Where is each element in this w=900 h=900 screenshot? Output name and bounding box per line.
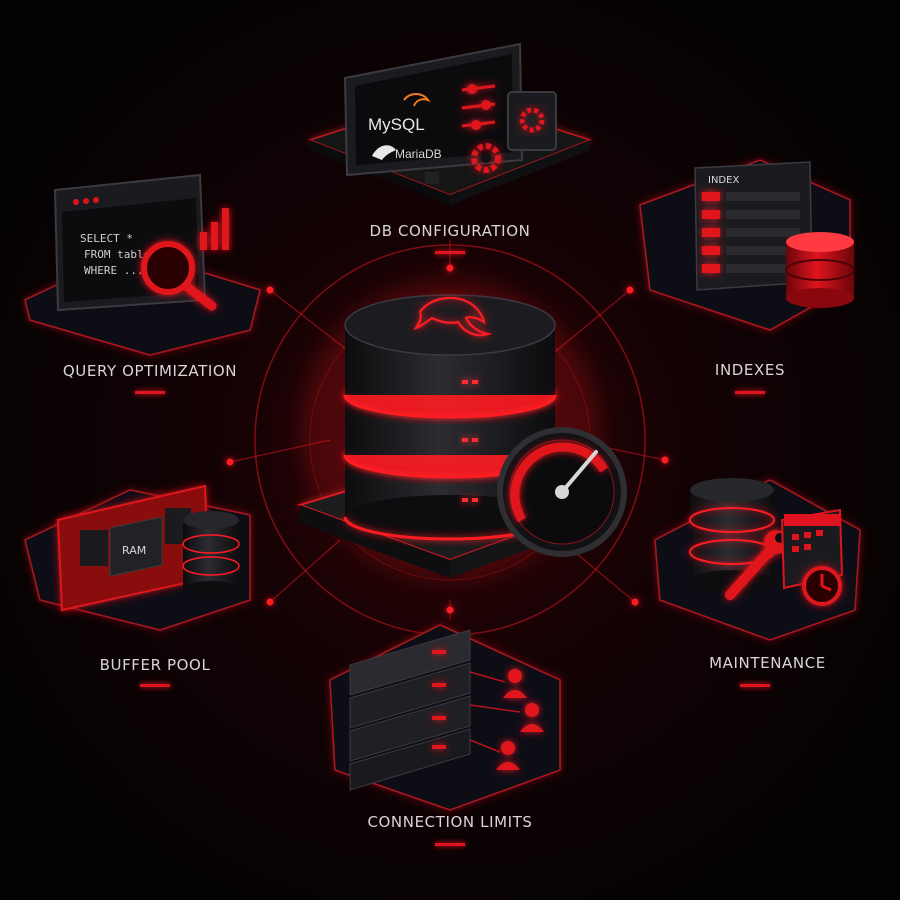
user-icon: [496, 741, 520, 770]
gear-icon: [471, 143, 501, 173]
user-icon: [503, 669, 527, 698]
calendar-clock-icon: [780, 508, 844, 606]
node-indexes: INDEX: [639, 159, 855, 331]
code-line-2: FROM table: [84, 248, 150, 261]
gear-icon: [519, 107, 545, 133]
label-db-configuration: DB CONFIGURATION: [369, 222, 531, 240]
underline-buffer-pool: [140, 684, 170, 687]
label-buffer-pool: BUFFER POOL: [99, 656, 211, 674]
magnifier-icon: [141, 241, 217, 311]
node-buffer-pool: RAM: [24, 484, 251, 631]
ram-chip-text: RAM: [122, 544, 146, 557]
index-table-icon: INDEX: [694, 161, 813, 291]
database-stack-icon: [182, 511, 240, 599]
ram-module-icon: RAM: [56, 484, 210, 612]
database-stack-icon: [785, 232, 855, 308]
node-db-configuration: MySQL MariaDB: [307, 42, 593, 205]
sliders-icon: [461, 84, 496, 130]
mysql-dolphin-icon: [413, 296, 493, 337]
database-stack-icon: [689, 478, 775, 594]
connection-lines: [469, 671, 521, 753]
node-query-optimization: SELECT * FROM table WHERE ...: [24, 173, 261, 356]
label-maintenance: MAINTENANCE: [709, 654, 826, 672]
label-connection-limits: CONNECTION LIMITS: [367, 813, 533, 831]
index-header-text: INDEX: [708, 175, 739, 186]
server-rack-icon: [349, 629, 471, 791]
mysql-logo-text: MySQL: [368, 115, 425, 134]
underline-indexes: [735, 391, 765, 394]
node-connection-limits: [329, 624, 561, 811]
bar-chart-icon: [200, 208, 229, 250]
code-line-3: WHERE ...: [84, 264, 144, 277]
speedometer-icon: [497, 427, 627, 557]
mysql-dolphin-icon: [403, 93, 431, 107]
user-icon: [520, 703, 544, 732]
mariadb-logo-text: MariaDB: [395, 147, 442, 161]
underline-db-configuration: [435, 251, 465, 254]
central-database-hub: [296, 280, 627, 580]
monitor-icon: [343, 42, 524, 184]
label-indexes: INDEXES: [714, 361, 786, 379]
underline-connection-limits: [435, 843, 465, 846]
underline-maintenance: [740, 684, 770, 687]
connector-dots: [226, 264, 669, 614]
code-line-1: SELECT *: [80, 232, 133, 245]
label-query-optimization: QUERY OPTIMIZATION: [62, 362, 238, 380]
node-maintenance: [654, 478, 861, 641]
mariadb-seal-icon: [372, 145, 396, 160]
underline-query-optimization: [135, 391, 165, 394]
database-stack-icon: [343, 294, 557, 541]
